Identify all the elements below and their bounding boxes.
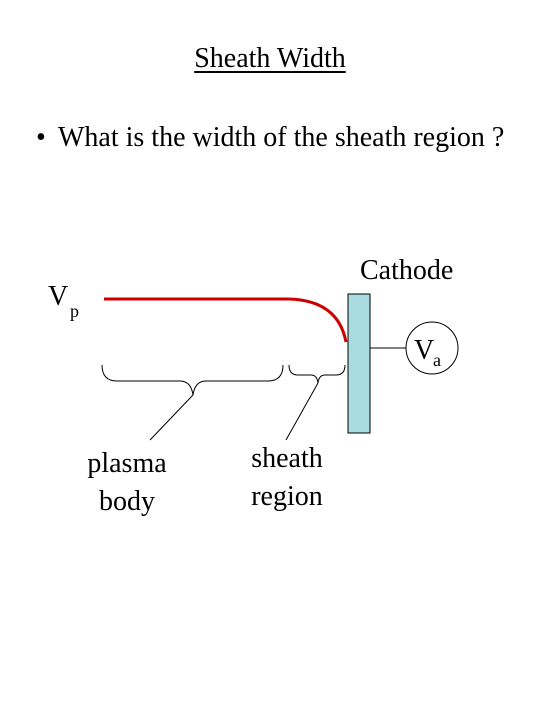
bullet-text: What is the width of the sheath region ? [58,122,505,153]
sheath-region-label-line1: sheath [251,443,323,474]
bullet-point: • What is the width of the sheath region … [36,118,506,158]
sheath-region-brace [288,364,346,384]
vp-label: V [48,281,68,312]
plasma-body-label-line1: plasma [87,448,167,479]
sheath-region-label-line2: region [251,481,323,512]
vp-subscript: p [70,301,79,321]
plasma-potential-curve [104,297,348,343]
sheath-region-pointer [285,382,319,441]
slide-title-text: Sheath Width [194,43,346,74]
va-label: V [414,335,434,366]
plasma-body-pointer [149,394,194,441]
va-subscript: a [433,350,441,370]
va-terminal-circle [405,321,459,375]
plasma-body-label-line2: body [99,486,155,517]
plasma-body-brace [101,364,284,396]
bullet-symbol: • [36,122,46,153]
slide-title: Sheath Width [0,42,540,76]
cathode-plate [347,293,371,434]
cathode-label: Cathode [360,255,453,286]
